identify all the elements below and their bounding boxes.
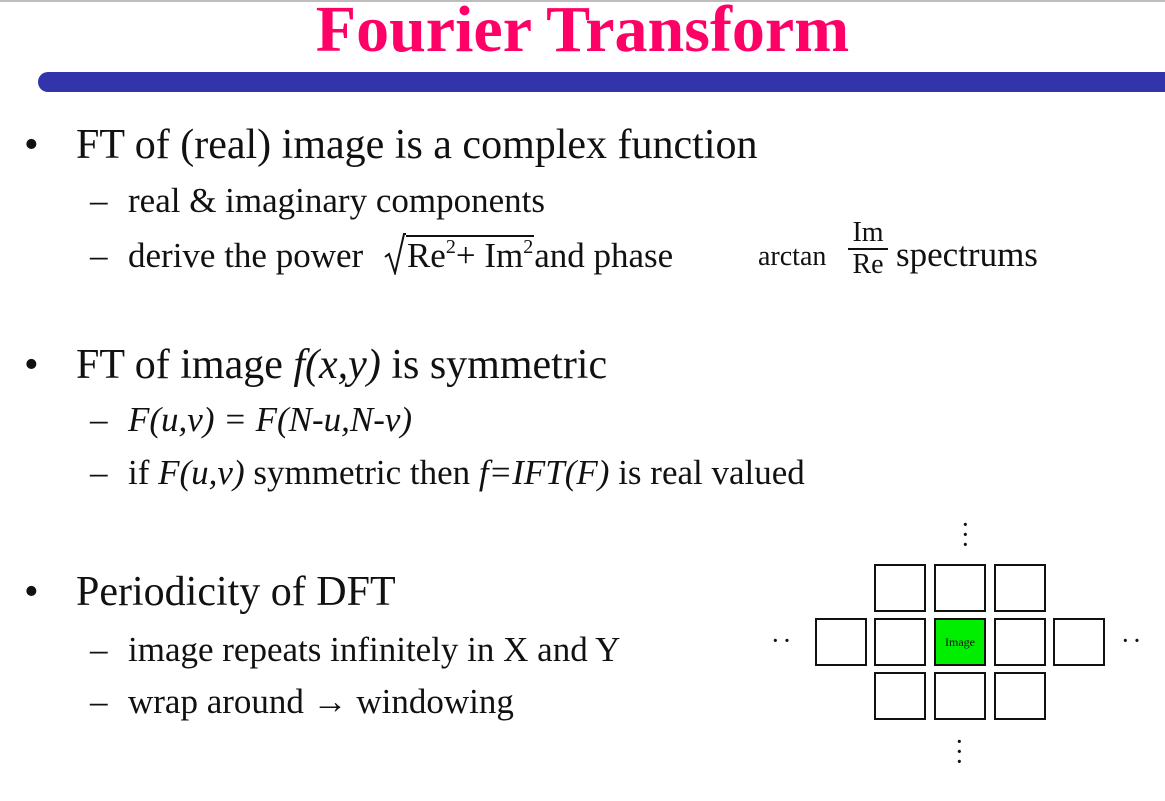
- bullet-2: •FT of image f(x,y) is symmetric: [24, 342, 608, 388]
- tile: [874, 618, 926, 666]
- spectrums-label: spectrums: [896, 235, 1038, 274]
- tile: [934, 672, 986, 720]
- slide-title: Fourier Transform: [315, 0, 850, 66]
- title-underline-bar: [38, 72, 1165, 92]
- tile: [1053, 618, 1105, 666]
- sub-2-2: –if F(u,v) symmetric then f=IFT(F) is re…: [90, 453, 805, 492]
- bullet-1-text: FT of (real) image is a complex function: [76, 122, 758, 168]
- fraction-im-re: Im Re: [848, 218, 888, 280]
- tile: [815, 618, 867, 666]
- tile: [994, 564, 1046, 612]
- top-border: [0, 0, 1165, 2]
- ellipsis-right: · ·: [1122, 630, 1141, 652]
- sub-2-1: –F(u,v) = F(N-u,N-v): [90, 400, 413, 439]
- bullet-3: •Periodicity of DFT: [24, 569, 396, 615]
- sub-1-1: –real & imaginary components: [90, 181, 545, 220]
- radical-sign-icon: [384, 233, 406, 275]
- arctan-label: arctan: [758, 241, 827, 272]
- image-tile: Image: [934, 618, 986, 666]
- tile: [874, 564, 926, 612]
- sub-1-2: –derive the power Re2+ Im2and phase: [90, 233, 673, 276]
- ellipsis-left: · ·: [772, 630, 791, 652]
- tile: [934, 564, 986, 612]
- sub-3-1: –image repeats infinitely in X and Y: [90, 630, 621, 669]
- sqrt-formula: Re2+ Im2: [384, 233, 535, 276]
- sub-3-2: –wrap around → windowing: [90, 682, 514, 721]
- bullet-1: •FT of (real) image is a complex functio…: [24, 122, 758, 168]
- tile: [994, 618, 1046, 666]
- ellipsis-bottom: ···: [956, 731, 963, 773]
- tile: [994, 672, 1046, 720]
- tile: [874, 672, 926, 720]
- ellipsis-top: ···: [962, 514, 969, 556]
